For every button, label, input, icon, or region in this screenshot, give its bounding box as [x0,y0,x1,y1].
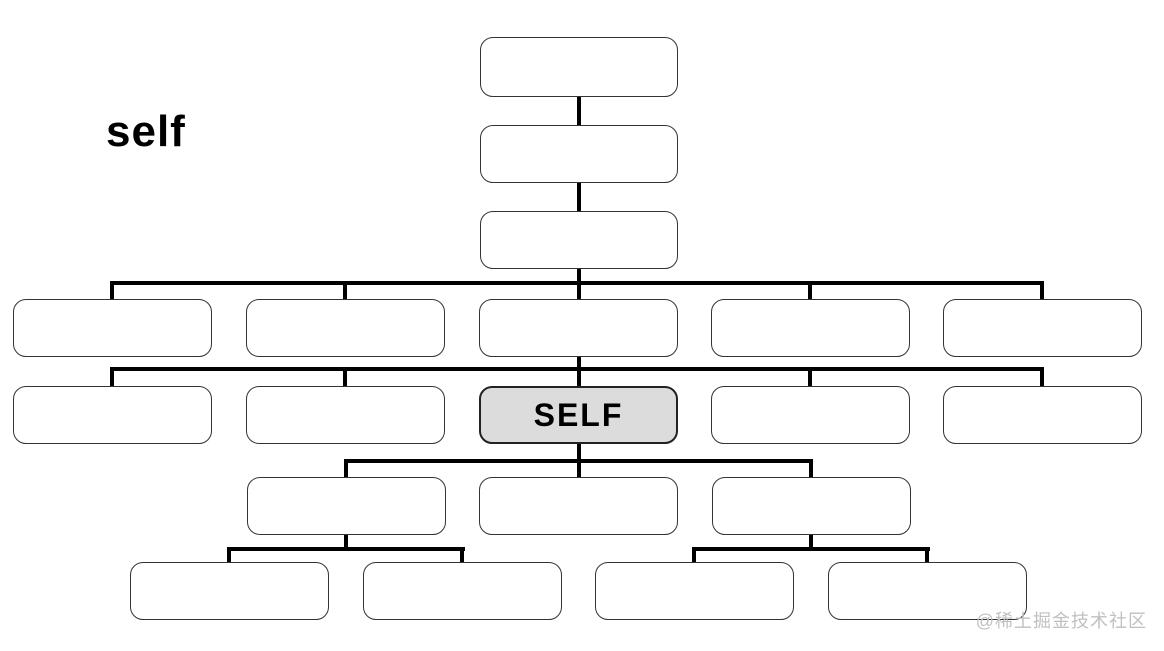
row5-box-1 [13,386,212,444]
connector-line [344,534,348,549]
row6-box-2 [479,477,678,535]
connector-line [110,281,1044,285]
row4-box-3 [479,299,678,357]
row5-box-4 [711,386,910,444]
connector-line [808,367,812,386]
connector-line [227,547,465,551]
row5-box-5 [943,386,1142,444]
row4-box-4 [711,299,910,357]
row4-box-5 [943,299,1142,357]
connector-line [344,459,348,478]
connector-line [110,367,1044,371]
watermark: @稀土掘金技术社区 [975,611,1147,631]
connector-line [1040,281,1044,299]
row7-box-2 [363,562,562,620]
connector-line [343,281,347,299]
row4-box-2 [246,299,445,357]
connector-line [809,459,813,478]
connector-line [692,547,696,563]
connector-line [343,367,347,386]
connector-line [577,356,581,387]
connector-line [808,281,812,299]
connector-line [460,547,464,563]
row7-box-1 [130,562,329,620]
row1-box [480,37,678,97]
row7-box-4 [828,562,1027,620]
connector-line [110,281,114,299]
connector-line [577,96,581,126]
connector-line [809,534,813,549]
row6-box-3 [712,477,911,535]
row5-box-2 [246,386,445,444]
connector-line [1040,367,1044,386]
row3-box [480,211,678,269]
self-corner-label: self [106,107,186,156]
connector-line [110,367,114,386]
connector-line [227,547,231,563]
self-box: SELF [479,386,678,444]
connector-line [925,547,929,563]
row4-box-1 [13,299,212,357]
row7-box-3 [595,562,794,620]
connector-line [692,547,930,551]
row2-box [480,125,678,183]
row6-box-1 [247,477,446,535]
connector-line [344,459,813,463]
connector-line [577,182,581,213]
